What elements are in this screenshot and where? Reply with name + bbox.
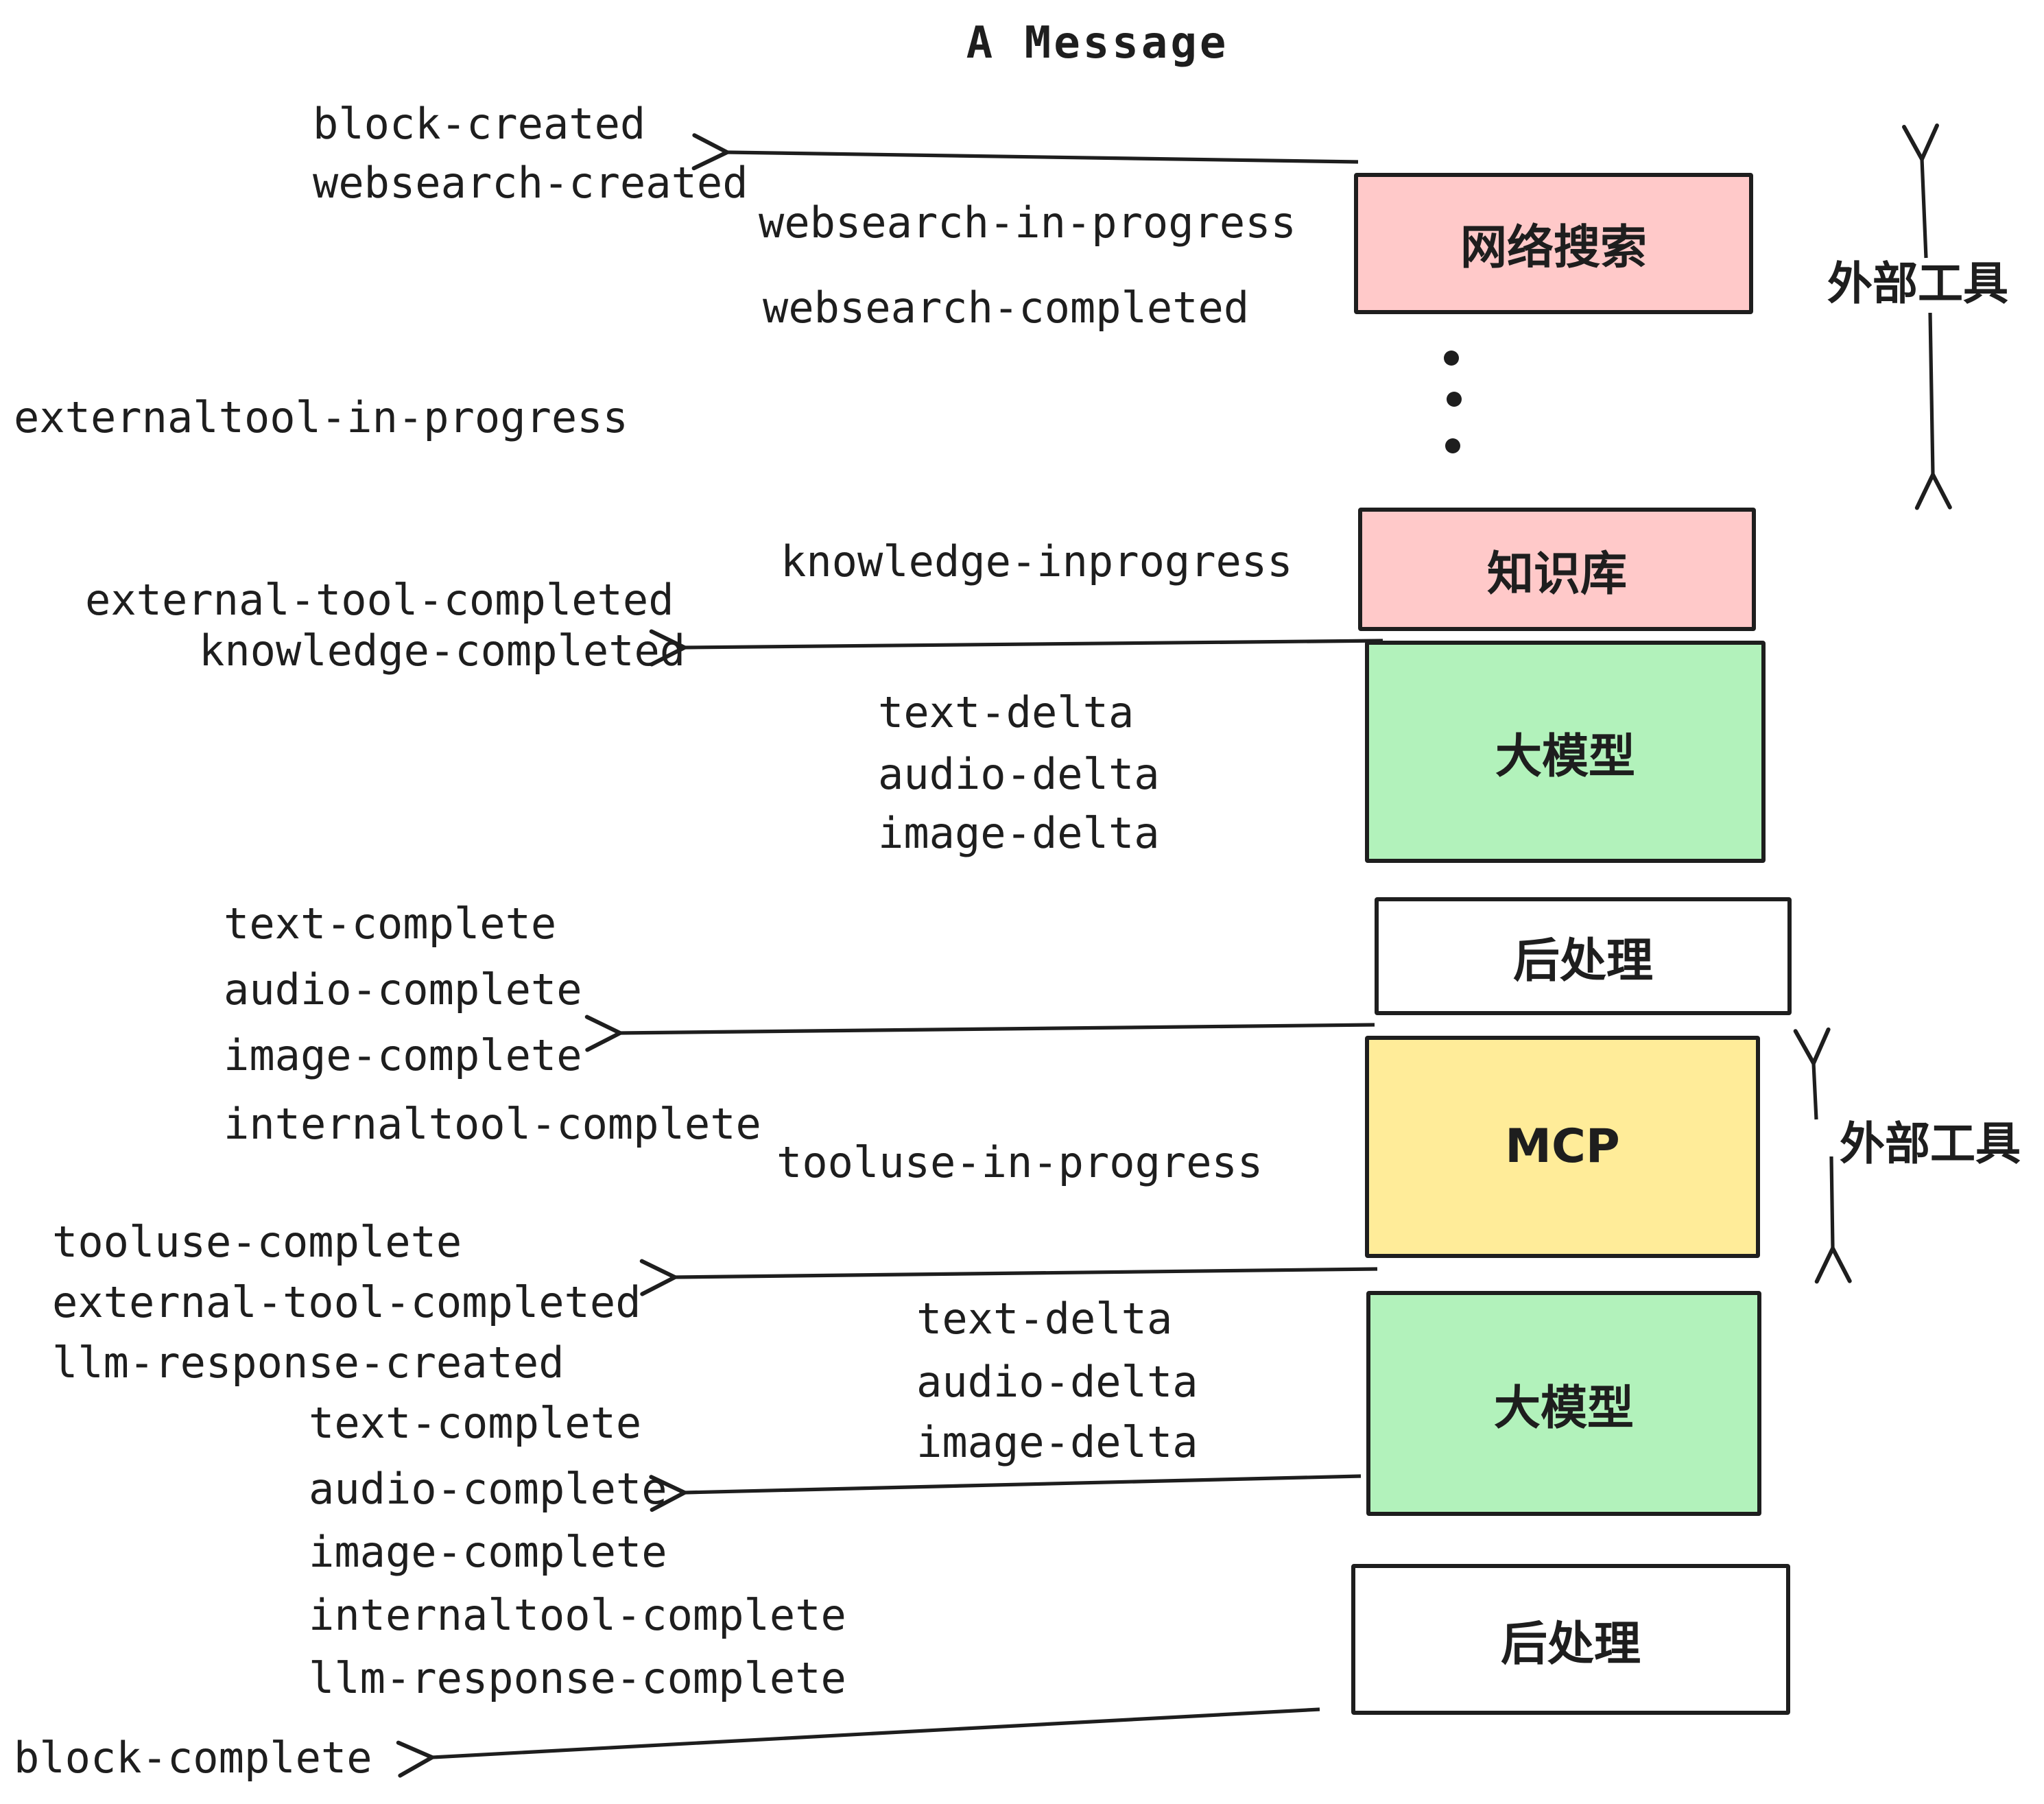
event-llm-response-complete: llm-response-complete [309,1654,846,1704]
box-postprocess-1-label: 后处理 [1513,934,1653,988]
box-knowledge-label: 知识库 [1487,547,1627,602]
page-title: A Message [966,16,1229,69]
event-image-complete-2: image-complete [309,1528,667,1578]
event-text-complete-2: text-complete [309,1399,642,1449]
ellipsis-dots [1444,351,1462,453]
event-audio-complete-2: audio-complete [309,1465,667,1515]
event-block-complete: block-complete [14,1734,372,1783]
event-external-tool-completed-2: external-tool-completed [52,1279,641,1328]
event-external-tool-completed-1: external-tool-completed [85,576,674,626]
event-tooluse-complete: tooluse-complete [52,1218,462,1268]
event-knowledge-completed: knowledge-completed [199,627,686,676]
box-websearch-label: 网络搜索 [1460,221,1647,276]
arrow-internal-complete [620,1025,1375,1033]
event-text-delta-2: text-delta [916,1295,1173,1344]
event-internaltool-complete-2: internaltool-complete [309,1591,846,1641]
event-llm-response-created: llm-response-created [52,1339,565,1388]
arrow-tooluse-complete [675,1269,1378,1277]
event-tooluse-in-progress: tooluse-in-progress [776,1139,1263,1188]
box-llm-1-label: 大模型 [1495,729,1635,784]
box-postprocess-2: 后处理 [1351,1564,1790,1715]
event-audio-delta-1: audio-delta [878,750,1160,800]
event-externaltool-in-progress: externaltool-in-progress [14,394,628,443]
box-llm-2-label: 大模型 [1494,1381,1634,1436]
box-websearch: 网络搜索 [1354,173,1753,314]
event-websearch-created: websearch-created [313,159,748,209]
event-websearch-in-progress: websearch-in-progress [759,199,1296,248]
arrow-external-down-1 [1930,312,1933,475]
event-text-complete-1: text-complete [224,900,557,949]
event-audio-delta-2: audio-delta [916,1358,1198,1408]
event-websearch-completed: websearch-completed [763,284,1250,333]
arrow-block-complete [432,1707,1320,1757]
event-text-delta-1: text-delta [878,689,1134,738]
arrow-external-down-2 [1831,1156,1833,1248]
event-internaltool-complete-1: internaltool-complete [224,1100,761,1150]
arrow-knowledge-completed [685,641,1383,648]
box-postprocess-2-label: 后处理 [1501,1617,1641,1672]
box-llm-1: 大模型 [1365,641,1766,863]
event-image-delta-1: image-delta [878,809,1160,859]
event-knowledge-inprogress: knowledge-inprogress [781,538,1293,587]
box-postprocess-1: 后处理 [1375,897,1792,1015]
box-mcp-label: MCP [1505,1119,1620,1174]
arrow-audio-complete [685,1474,1362,1493]
event-audio-complete-1: audio-complete [224,966,582,1015]
box-llm-2: 大模型 [1366,1291,1761,1516]
event-block-created: block-created [313,100,646,150]
box-mcp: MCP [1365,1036,1760,1258]
side-label-external-tools-2: 外部工具 [1840,1117,2021,1170]
event-image-complete-1: image-complete [224,1032,582,1081]
side-label-external-tools-1: 外部工具 [1827,257,2008,310]
arrow-external-up-1 [1922,159,1926,259]
arrow-external-up-2 [1814,1063,1816,1120]
box-knowledge: 知识库 [1358,508,1756,631]
arrow-block-created [727,152,1359,162]
event-image-delta-2: image-delta [916,1419,1198,1468]
